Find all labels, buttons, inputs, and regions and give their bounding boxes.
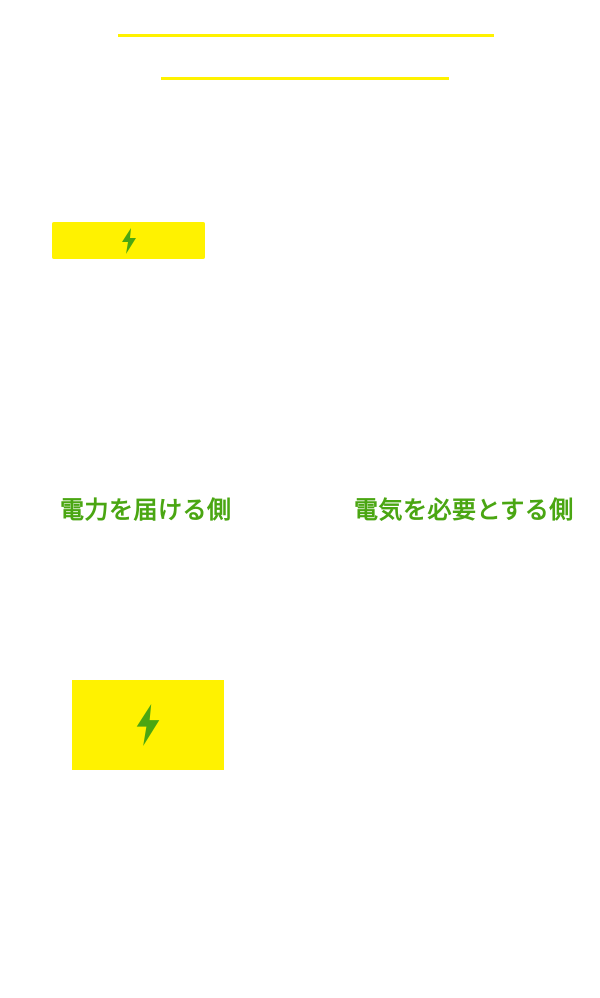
lightning-bolt-icon — [133, 704, 163, 746]
power-button-small[interactable] — [52, 222, 205, 259]
second-divider-line — [161, 77, 449, 80]
power-button-large[interactable] — [72, 680, 224, 770]
top-divider-line — [118, 34, 494, 37]
lightning-bolt-icon — [120, 227, 138, 254]
receiver-side-label: 電気を必要とする側 — [354, 496, 574, 524]
sender-side-label: 電力を届ける側 — [60, 496, 232, 524]
